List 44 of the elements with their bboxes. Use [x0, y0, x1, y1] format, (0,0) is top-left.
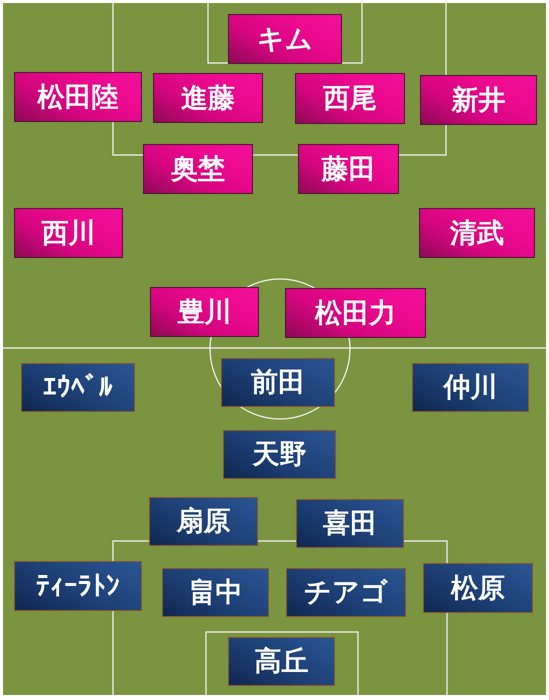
player-card	[150, 287, 259, 337]
player-name: 高丘	[254, 648, 308, 675]
player-card	[295, 73, 405, 124]
player-card	[423, 563, 533, 613]
player-card	[296, 499, 404, 548]
player-card	[162, 568, 269, 617]
player-name: キム	[257, 26, 313, 52]
player-name: 松田陸	[38, 84, 118, 110]
player-name: 藤田	[322, 156, 376, 182]
player-name: 松原	[451, 574, 505, 602]
player-name: 松田力	[315, 300, 396, 326]
player-card	[14, 72, 142, 122]
player-name: 西尾	[323, 85, 377, 112]
player-card	[223, 430, 336, 479]
player-card	[285, 288, 426, 338]
player-name: 天野	[252, 441, 306, 468]
player-card	[412, 363, 529, 412]
player-card	[228, 14, 342, 64]
player-card	[149, 497, 258, 546]
player-name: 西川	[42, 220, 96, 246]
player-card	[221, 358, 335, 407]
player-name: 仲川	[444, 374, 498, 401]
player-card	[228, 637, 335, 686]
player-name: ﾃｨｰﾗﾄﾝ	[36, 572, 120, 600]
player-card	[419, 208, 535, 258]
player-name: 新井	[452, 86, 506, 114]
player-card	[21, 363, 135, 412]
player-name: 豊川	[178, 298, 232, 326]
player-name: 畠中	[188, 579, 242, 606]
player-card	[153, 73, 263, 123]
player-card	[143, 144, 253, 194]
player-name: 喜田	[323, 510, 377, 537]
player-card	[420, 75, 537, 125]
player-name: 前田	[251, 369, 305, 396]
player-name: 扇原	[176, 508, 230, 535]
player-card	[286, 568, 406, 617]
player-name: ｴｳﾍﾞﾙ	[43, 374, 113, 401]
player-name: チアゴ	[304, 579, 388, 606]
player-card	[14, 208, 123, 258]
player-name: 奥埜	[171, 156, 225, 182]
player-card	[298, 144, 399, 194]
player-name: 清武	[450, 220, 504, 246]
player-name: 進藤	[181, 84, 235, 112]
player-card	[14, 561, 142, 611]
